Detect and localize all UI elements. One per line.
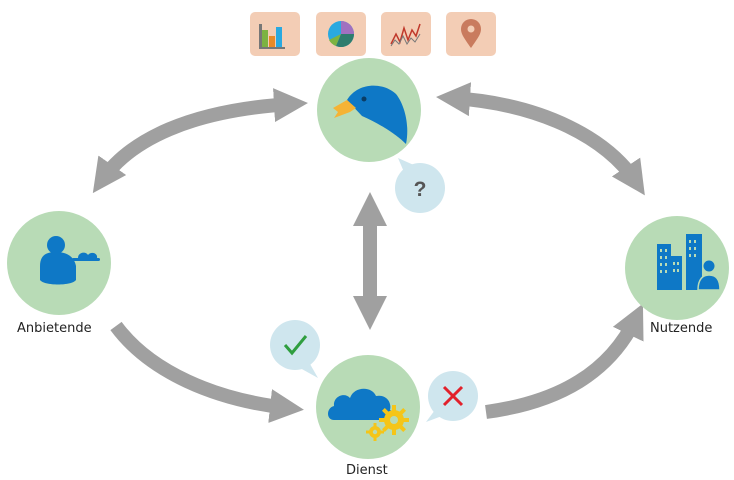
map-pin-icon [461,19,481,48]
check-bubble [270,320,320,378]
arrow-provider-service [110,321,304,423]
top-icon-bar-chart [250,12,300,56]
arrow-eagle-provider [92,88,308,194]
cross-bubble [426,371,478,422]
provider-label: Anbietende [17,321,92,336]
node-eagle [317,58,421,162]
service-label: Dienst [346,463,388,478]
top-icon-line-chart [381,12,431,56]
arrow-service-user [485,303,644,419]
pie-chart-icon [328,21,354,47]
question-mark: ? [414,178,427,201]
eagle-icon [333,85,408,144]
provider-person-icon [40,236,100,285]
bar-chart-icon [259,24,285,49]
node-service [316,355,420,459]
arrows [92,82,645,423]
top-icon-map-pin [446,12,496,56]
user-label: Nutzende [650,321,713,336]
top-icon-pie-chart [316,12,366,56]
buildings-person-icon [657,234,721,291]
node-provider [7,211,111,315]
line-chart-icon [390,23,421,47]
checkmark-icon [283,335,308,356]
arrow-eagle-user [436,82,645,196]
question-bubble: ? [395,158,445,213]
node-user [625,216,729,320]
cloud-gears-icon [328,388,409,441]
cross-icon [442,385,464,407]
